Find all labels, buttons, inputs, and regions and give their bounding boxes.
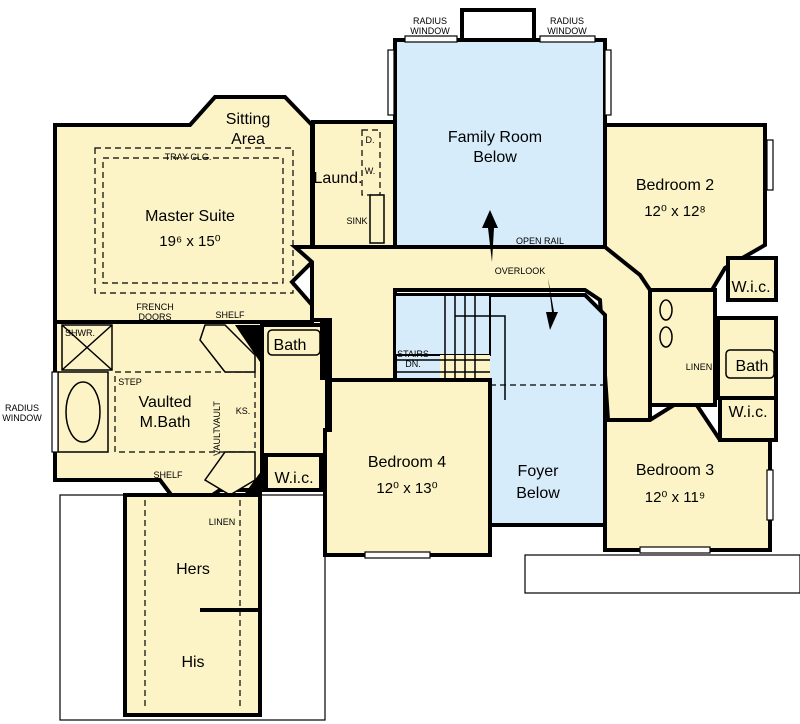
shelf-note: SHELF [215,310,245,320]
porch-outline [524,554,800,594]
wall-fill [320,320,332,380]
master-suite-label: Master Suite [145,208,235,225]
wic-right-bottom [718,396,778,442]
window [387,49,395,116]
chimney [460,8,536,42]
ks-note: KS. [236,406,251,416]
bath-right-label: Bath [736,358,769,375]
wic-center-label: W.i.c. [274,470,313,487]
radius-window-right [539,35,596,43]
french-doors-note: FRENCH [136,302,174,312]
window [604,49,612,116]
master-bath-label: Vaulted [138,394,191,411]
washer-note: W. [365,166,376,176]
walk-in-closet [123,493,262,717]
shower-note: SHWR. [65,328,95,338]
bedroom-3-label: Bedroom 3 [636,462,714,479]
window [639,546,711,554]
tray-ceiling [94,147,294,294]
bedroom-2-dims: 12⁰ x 12⁸ [644,203,706,220]
tub-basin [65,381,101,443]
wall-fill [240,470,262,500]
radius-window-note: RADIUS [5,403,39,413]
wic-right-top [726,256,778,302]
foyer-label: Below [516,485,560,502]
wic-right-top-label: W.i.c. [731,279,770,296]
bedroom-4 [323,378,492,557]
foyer-label: Foyer [518,463,560,480]
shelf-note: SHELF [153,470,183,480]
vanity-hall [648,288,717,407]
family-room-below [393,38,607,249]
radius-window-left [404,35,458,43]
radius-window-note: WINDOW [547,26,587,36]
tray-ceiling-note: TRAY CLG. [165,152,212,162]
bath-right-tub [725,349,775,379]
vaulted-area [114,371,256,453]
stairs [394,294,506,400]
vanity-top [199,324,256,373]
linen-note: LINEN [209,517,236,527]
window [364,551,431,559]
dryer-note: D. [366,135,375,145]
step-note: STEP [118,377,142,387]
bedroom-2-label: Bedroom 2 [636,177,714,194]
radius-window-note: WINDOW [2,413,42,423]
family-room-label: Below [473,149,517,166]
wall-fill [235,325,262,365]
sink-note: SINK [346,216,367,226]
sink-counter [369,194,385,244]
wic-center [264,453,323,492]
his-closet-label: His [181,654,204,671]
radius-window-bath [51,371,59,453]
arrow-up-icon [482,210,498,262]
arrow-down-icon [546,278,558,330]
sitting-area-label: Area [231,131,265,148]
sink [659,326,673,348]
master-bath-label: M.Bath [140,414,191,431]
window [766,139,774,191]
bedroom-3-dims: 12⁰ x 11⁹ [645,489,706,506]
upper-hall [289,245,652,422]
french-doors-note: DOORS [138,312,171,322]
wic-right-bottom-label: W.i.c. [728,404,767,421]
bedroom-4-label: Bedroom 4 [368,454,446,471]
sitting-area-label: Sitting [226,111,270,128]
family-room-label: Family Room [448,129,542,146]
sink [659,299,673,321]
laundry-label: Laund. [314,170,363,187]
window [766,469,774,521]
hers-closet-label: Hers [176,561,210,578]
stairs-note: STAIRS [397,349,429,359]
radius-window-note: RADIUS [413,16,447,26]
master-suite-dims: 19⁶ x 15⁰ [159,233,220,250]
linen-note: LINEN [686,362,713,372]
open-rail-note: OPEN RAIL [516,236,564,246]
radius-window-note: RADIUS [550,16,584,26]
bedroom-4-dims: 12⁰ x 13⁰ [376,480,437,497]
vanity-bottom [203,451,256,496]
vault-note: VAULT [212,401,222,429]
overlook-note: OVERLOOK [495,266,546,276]
vault-note: VAULT [212,428,222,456]
radius-window-note: WINDOW [410,26,450,36]
tray-ceiling-inner [102,157,284,284]
bath-center-label: Bath [274,337,307,354]
stairs-note: DN. [405,359,421,369]
